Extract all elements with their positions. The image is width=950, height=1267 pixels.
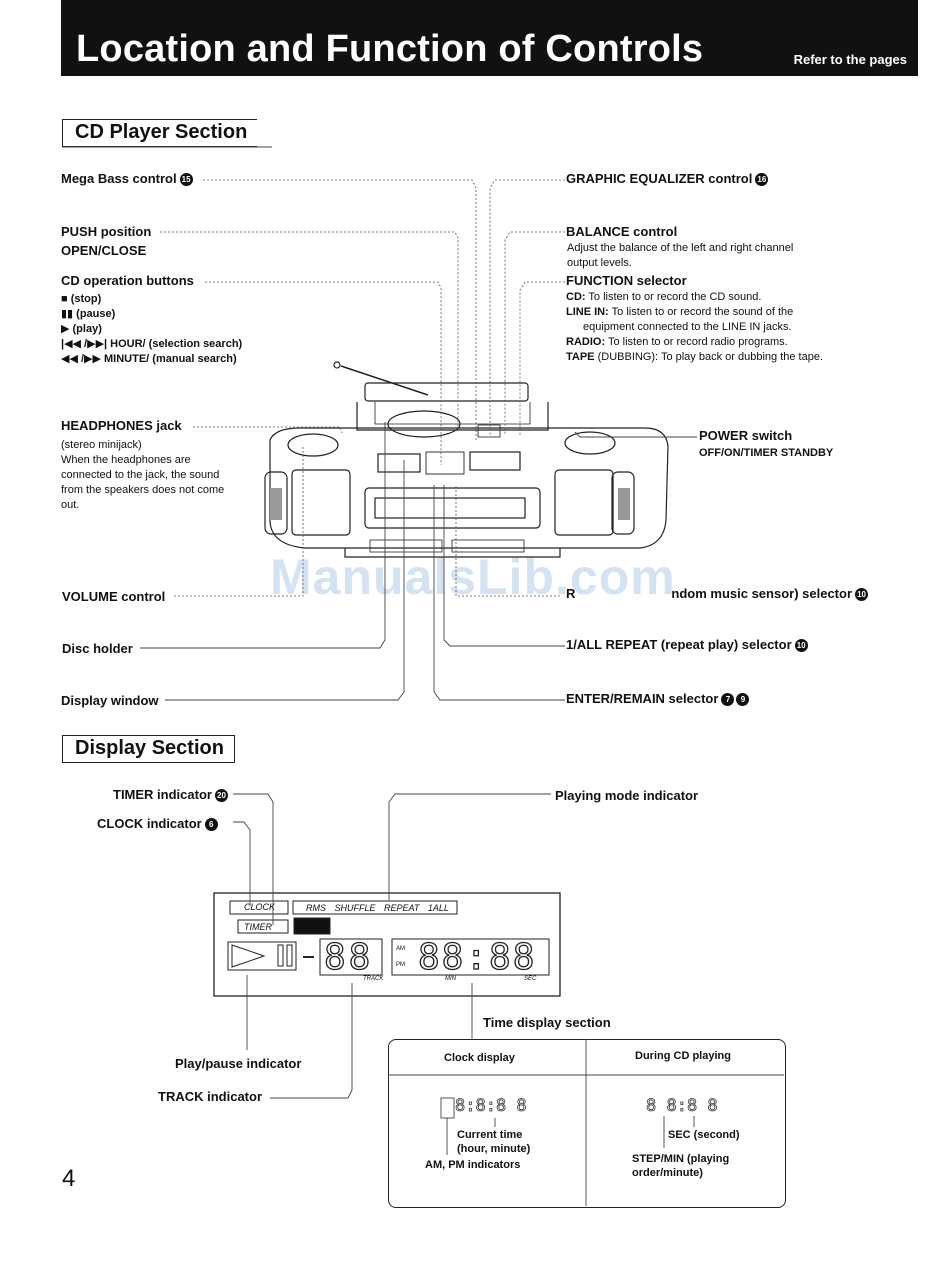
display-section-title: Display Section <box>62 735 235 763</box>
function-label: FUNCTION selector <box>566 273 687 288</box>
mode-repeat: REPEAT <box>384 903 420 913</box>
refer-note: Refer to the pages <box>793 52 907 67</box>
mode-rms: RMS <box>306 903 326 913</box>
leader-lines <box>140 179 697 701</box>
text-line: STEP/MIN (playing <box>632 1153 730 1165</box>
button-item: |◀◀ /▶▶| HOUR/ (selection search) <box>61 338 243 350</box>
lcd-min-label: MIN <box>445 976 456 982</box>
desc-line: Adjust the balance of the left and right… <box>567 242 794 254</box>
mode-shuffle: SHUFFLE <box>334 903 376 913</box>
lcd-timer-text: TIMER <box>244 922 272 932</box>
desc-line: When the headphones are <box>61 454 191 466</box>
function-items: CD: To listen to or record the CD sound.… <box>566 290 823 365</box>
desc-line: out. <box>61 499 80 511</box>
text-line: order/minute) <box>632 1167 703 1179</box>
track-indicator-label: TRACK indicator <box>158 1089 262 1104</box>
text-line: (hour, minute) <box>457 1143 531 1155</box>
page-ref-badge: 15 <box>179 173 193 187</box>
cd-player-illustration <box>264 361 669 558</box>
ampm-indicators-text: AM, PM indicators <box>425 1159 521 1171</box>
lcd-track-label: TRACK <box>363 976 384 982</box>
lcd-clock-text: CLOCK <box>244 902 276 912</box>
mode-1all: 1ALL <box>427 903 449 913</box>
page-ref-badge: 10 <box>855 588 869 602</box>
function-item: RADIO: To listen to or record radio prog… <box>566 336 788 348</box>
desc-line: connected to the jack, the sound <box>61 469 220 481</box>
function-item: TAPE (DUBBING): To play back or dubbing … <box>566 351 824 363</box>
desc-line: (stereo minijack) <box>61 439 142 451</box>
open-close-label: OPEN/CLOSE <box>61 243 147 258</box>
balance-label: BALANCE control <box>566 224 678 239</box>
watermark: ManualsLib.com <box>270 549 676 605</box>
lcd-sec-label: SEC <box>524 976 537 982</box>
lcd-track-digits: 88 <box>323 936 374 978</box>
power-sub-label: OFF/ON/TIMER STANDBY <box>699 447 834 459</box>
lcd-am: AM <box>396 946 405 952</box>
volume-label: VOLUME control <box>62 589 166 604</box>
cd-playing-digits: 8 8:8 8 <box>646 1096 718 1117</box>
cd-operation-label: CD operation buttons <box>61 273 194 288</box>
function-item: equipment connected to the LINE IN jacks… <box>583 321 792 333</box>
time-display-label: Time display section <box>483 1015 611 1030</box>
current-time-text: Current time (hour, minute) <box>457 1128 530 1156</box>
playing-mode-label: Playing mode indicator <box>555 788 699 803</box>
lcd-pm: PM <box>396 962 405 968</box>
disc-holder-label: Disc holder <box>62 641 133 656</box>
lcd-modes: RMS SHUFFLE REPEAT 1ALL <box>306 903 449 913</box>
time-display-table <box>388 1039 786 1208</box>
page-header: Location and Function of Controls Refer … <box>61 0 918 76</box>
power-label: POWER switch <box>699 428 793 443</box>
table-col1-header: Clock display <box>444 1052 515 1064</box>
page-ref-badge: 10 <box>794 639 808 653</box>
headphones-desc: (stereo minijack) When the headphones ar… <box>61 438 224 513</box>
page-number: 4 <box>62 1165 76 1192</box>
cd-section-title: CD Player Section <box>62 119 258 147</box>
lcd-time-digits: 88:88 <box>417 936 537 978</box>
page-title: Location and Function of Controls <box>76 28 704 70</box>
button-item: ◀◀ /▶▶ MINUTE/ (manual search) <box>61 353 237 365</box>
page-ref-badge: 7 <box>721 693 735 707</box>
lcd-panel <box>213 892 561 997</box>
function-item: LINE IN: To listen to or record the soun… <box>566 306 794 318</box>
step-min-text: STEP/MIN (playing order/minute) <box>632 1152 729 1180</box>
desc-line: from the speakers does not come <box>61 484 225 496</box>
clock-display-digits: 8:8:8 8 <box>455 1096 527 1117</box>
display-leader-lines <box>233 793 784 1206</box>
button-item: ▶ (play) <box>61 323 102 335</box>
table-col2-header: During CD playing <box>635 1050 731 1062</box>
page-ref-badge: 6 <box>204 818 218 832</box>
button-item: ▮▮ (pause) <box>61 308 116 320</box>
button-item: ■ (stop) <box>61 293 102 305</box>
text-line: Current time <box>457 1129 523 1141</box>
balance-desc: Adjust the balance of the left and right… <box>567 241 793 271</box>
push-position-label: PUSH position <box>61 224 152 239</box>
headphones-label: HEADPHONES jack <box>61 418 182 433</box>
page-ref-badge: 20 <box>214 789 228 803</box>
display-window-label: Display window <box>61 693 159 708</box>
function-item: CD: To listen to or record the CD sound. <box>566 291 762 303</box>
desc-line: output levels. <box>567 257 632 269</box>
page-ref-badge: 16 <box>755 173 769 187</box>
cd-buttons-list: ■ (stop) ▮▮ (pause) ▶ (play) |◀◀ /▶▶| HO… <box>61 292 242 367</box>
page-ref-badge: 9 <box>736 693 750 707</box>
play-pause-label: Play/pause indicator <box>175 1056 302 1071</box>
sec-text: SEC (second) <box>668 1129 740 1141</box>
